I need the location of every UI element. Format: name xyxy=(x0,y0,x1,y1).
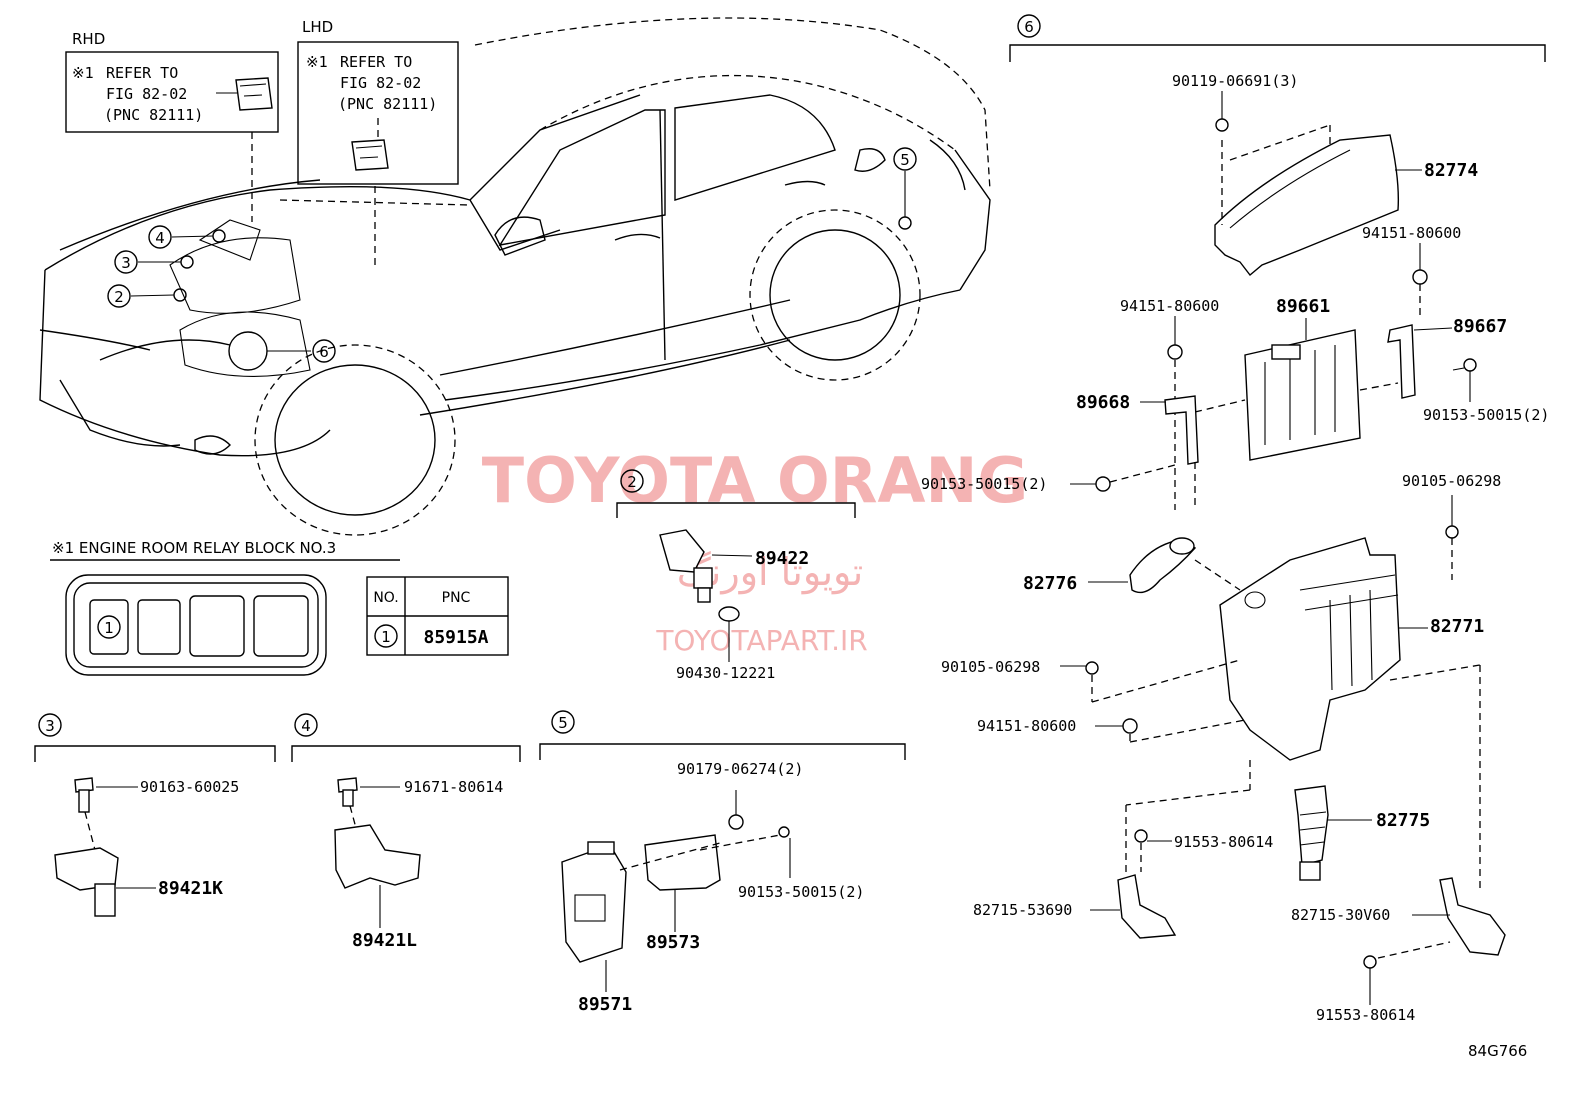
rhd-label: RHD xyxy=(72,30,105,48)
rhd-refer-line1: REFER TO xyxy=(106,64,178,82)
lhd-box xyxy=(297,41,459,185)
part-91553-80614-b: 91553-80614 xyxy=(1316,1006,1415,1024)
group-3-callout: 3 xyxy=(45,717,55,735)
lhd-relay-icon xyxy=(351,118,389,171)
callout-3-car: 3 xyxy=(114,250,138,274)
part-94151-80600-a: 94151-80600 xyxy=(1362,224,1461,242)
callout-4-label: 4 xyxy=(155,229,165,247)
bolt-90105-a xyxy=(1445,525,1459,539)
part-90430-12221: 90430-12221 xyxy=(676,664,775,682)
bolt-90105-b xyxy=(1085,661,1099,675)
group-6: 6 90119-06691(3) 82774 94151-80600 94151… xyxy=(921,14,1549,1024)
part-90153-50015-g5: 90153-50015(2) xyxy=(738,883,864,901)
table-row-pnc: 85915A xyxy=(423,627,488,648)
group-6-callout: 6 xyxy=(1024,18,1034,36)
callout-6-label: 6 xyxy=(319,343,329,361)
part-89421K: 89421K xyxy=(158,878,223,899)
part-90179-06274: 90179-06274(2) xyxy=(677,760,803,778)
watermark-brand: TOYOTA ORANG xyxy=(482,444,1028,517)
part-82775: 82775 xyxy=(1376,810,1430,831)
sensor-89421K-drawing xyxy=(54,777,156,917)
part-91553-80614-a: 91553-80614 xyxy=(1174,833,1273,851)
table-row-no: 1 xyxy=(381,628,391,646)
rhd-refer-mark: ※1 xyxy=(72,64,94,82)
bracket-82715-30V60-drawing xyxy=(1377,877,1506,959)
figure-code: 84G766 xyxy=(1468,1042,1527,1060)
part-89573: 89573 xyxy=(646,932,700,953)
lhd-refer-line1: REFER TO xyxy=(340,53,412,71)
bolt-90153-l xyxy=(1095,476,1111,492)
part-89668: 89668 xyxy=(1076,392,1130,413)
bracket-82715-53690-drawing xyxy=(1090,874,1177,939)
part-89667: 89667 xyxy=(1453,316,1507,337)
group-5: 5 90179-06274(2) 90153-50015(2) 89573 89… xyxy=(539,710,906,1015)
rhd-refer-line3: (PNC 82111) xyxy=(104,106,203,124)
group-4-callout: 4 xyxy=(301,717,311,735)
bracket-89668-drawing xyxy=(1140,395,1199,505)
ecu-89571-drawing xyxy=(561,841,627,992)
nut-94151-c xyxy=(1122,718,1138,734)
part-82715-53690: 82715-53690 xyxy=(973,901,1072,919)
part-90153-50015-l: 90153-50015(2) xyxy=(921,475,1047,493)
lhd-label: LHD xyxy=(302,18,333,36)
ecu-case-82771-drawing xyxy=(1125,537,1481,890)
lhd-refer-line2: FIG 82-02 xyxy=(340,74,421,92)
duct-82776-drawing xyxy=(1088,537,1241,594)
rhd-relay-icon xyxy=(216,77,273,111)
callout-5-label: 5 xyxy=(900,151,910,169)
callout-2-car: 2 xyxy=(107,284,131,308)
group-5-callout: 5 xyxy=(558,714,568,732)
group-4: 4 91671-80614 89421L xyxy=(291,713,521,951)
part-90119-06691: 90119-06691(3) xyxy=(1172,72,1298,90)
part-94151-80600-b: 94151-80600 xyxy=(1120,297,1219,315)
part-90163-60025: 90163-60025 xyxy=(140,778,239,796)
rhd-box xyxy=(65,51,279,133)
sensor-89421L-drawing xyxy=(334,777,421,928)
part-89421L: 89421L xyxy=(352,930,417,951)
watermark-site: TOYOTAPART.IR xyxy=(655,624,867,657)
relay-block-no3: 1 xyxy=(65,574,327,676)
part-82715-30V60: 82715-30V60 xyxy=(1291,906,1390,924)
relay-pnc-table: NO. PNC 1 85915A xyxy=(366,576,509,656)
sensor-89422-drawing xyxy=(659,529,753,662)
part-94151-80600-c: 94151-80600 xyxy=(977,717,1076,735)
ecu-cover-82774-drawing xyxy=(1214,91,1422,277)
part-82776: 82776 xyxy=(1023,573,1077,594)
group-3: 3 90163-60025 89421K xyxy=(34,713,276,917)
table-header-no: NO. xyxy=(373,590,398,606)
car-illustration xyxy=(39,17,991,536)
nut-94151-a xyxy=(1412,269,1428,285)
callout-6-car: 6 xyxy=(312,339,336,363)
nut-94151-b xyxy=(1167,344,1183,360)
part-90153-50015-r: 90153-50015(2) xyxy=(1423,406,1549,424)
bracket-89573-drawing xyxy=(619,790,791,932)
bolt-91553-a xyxy=(1134,829,1148,843)
part-91671-80614: 91671-80614 xyxy=(404,778,503,796)
callout-4-car: 4 xyxy=(148,225,172,249)
group-2-callout: 2 xyxy=(627,473,637,491)
part-89661: 89661 xyxy=(1276,296,1330,317)
part-89571: 89571 xyxy=(578,994,632,1015)
part-89422: 89422 xyxy=(755,548,809,569)
part-82771: 82771 xyxy=(1430,616,1484,637)
callout-3-label: 3 xyxy=(121,254,131,272)
part-90105-06298-b: 90105-06298 xyxy=(941,658,1040,676)
relay-slot-1-label: 1 xyxy=(104,619,114,637)
duct-82775-drawing xyxy=(1294,785,1372,881)
ecu-89661-drawing xyxy=(1194,318,1399,461)
table-header-pnc: PNC xyxy=(442,590,471,606)
rhd-refer-line2: FIG 82-02 xyxy=(106,85,187,103)
callout-2-label: 2 xyxy=(114,288,124,306)
part-82774: 82774 xyxy=(1424,160,1478,181)
part-90105-06298-a: 90105-06298 xyxy=(1402,472,1501,490)
callout-5-car: 5 xyxy=(893,147,917,171)
lhd-refer-mark: ※1 xyxy=(306,53,328,71)
bracket-89667-drawing xyxy=(1387,324,1477,402)
bolt-91553-b xyxy=(1363,955,1377,969)
relay-block-title: ※1 ENGINE ROOM RELAY BLOCK NO.3 xyxy=(52,539,336,557)
lhd-refer-line3: (PNC 82111) xyxy=(338,95,437,113)
group-2: 2 89422 90430-12221 xyxy=(616,469,856,682)
